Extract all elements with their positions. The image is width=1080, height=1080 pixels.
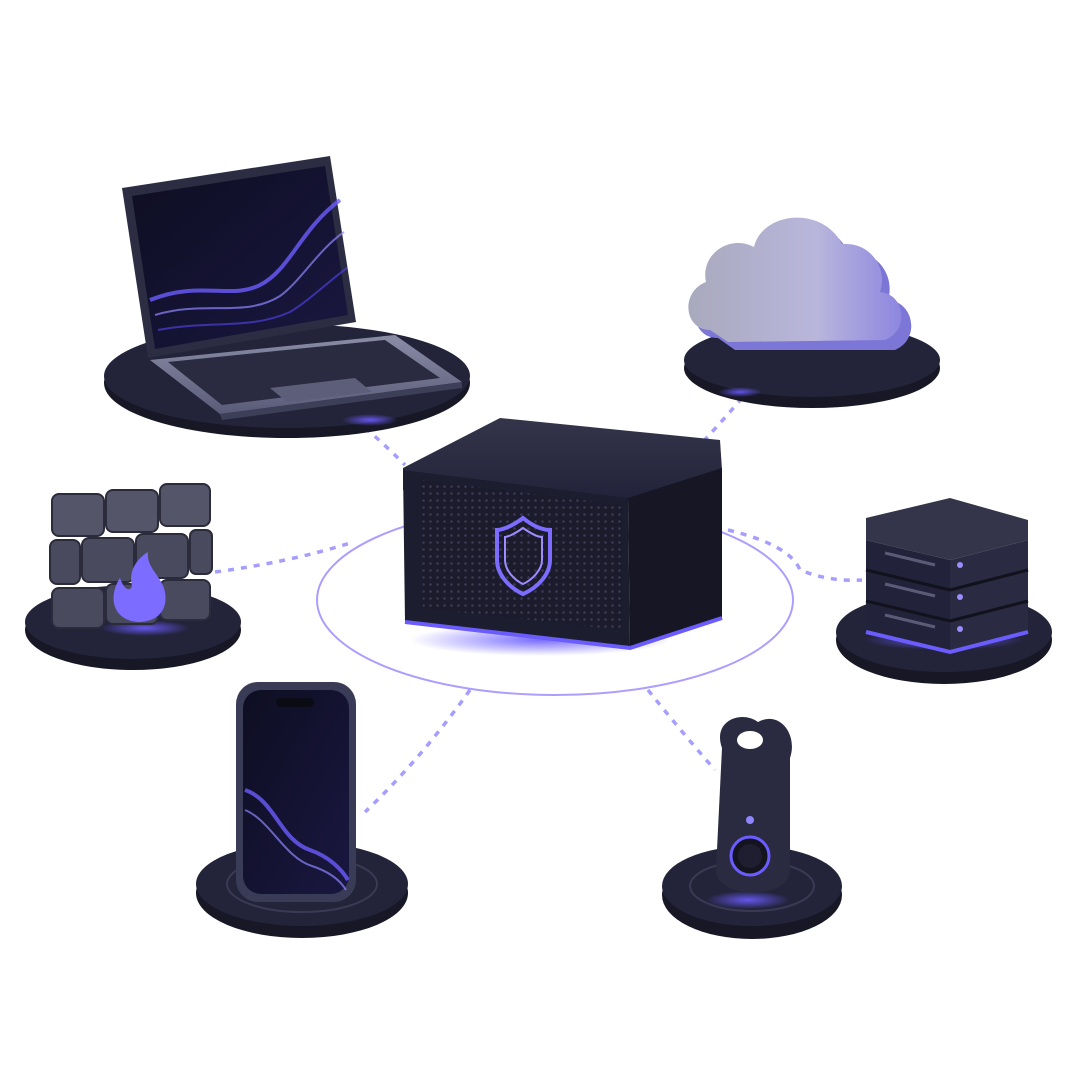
phone-node <box>196 682 408 938</box>
connector-laptop <box>363 426 407 467</box>
tracker-node <box>662 717 842 939</box>
key-fob-tracker-icon <box>716 717 792 893</box>
laptop-node <box>104 156 470 438</box>
security-hub-node <box>403 418 723 656</box>
server-node <box>836 498 1052 684</box>
cloud-icon <box>688 217 912 350</box>
firewall-node <box>25 483 241 670</box>
firewall-brick-wall-flame-icon <box>49 483 213 629</box>
smartphone-icon <box>236 682 356 902</box>
security-hub-shield-icon <box>495 515 552 597</box>
connector-phone <box>363 688 472 814</box>
laptop-icon <box>122 156 462 420</box>
connector-tracker <box>646 688 717 772</box>
cloud-node <box>684 217 940 408</box>
hub-side <box>628 468 722 648</box>
connector-firewall <box>214 541 351 574</box>
connector-cloud <box>698 396 744 447</box>
connector-server <box>727 528 863 583</box>
flame-icon <box>113 552 166 622</box>
hub-top <box>403 418 722 500</box>
server-rack-icon <box>865 498 1029 655</box>
